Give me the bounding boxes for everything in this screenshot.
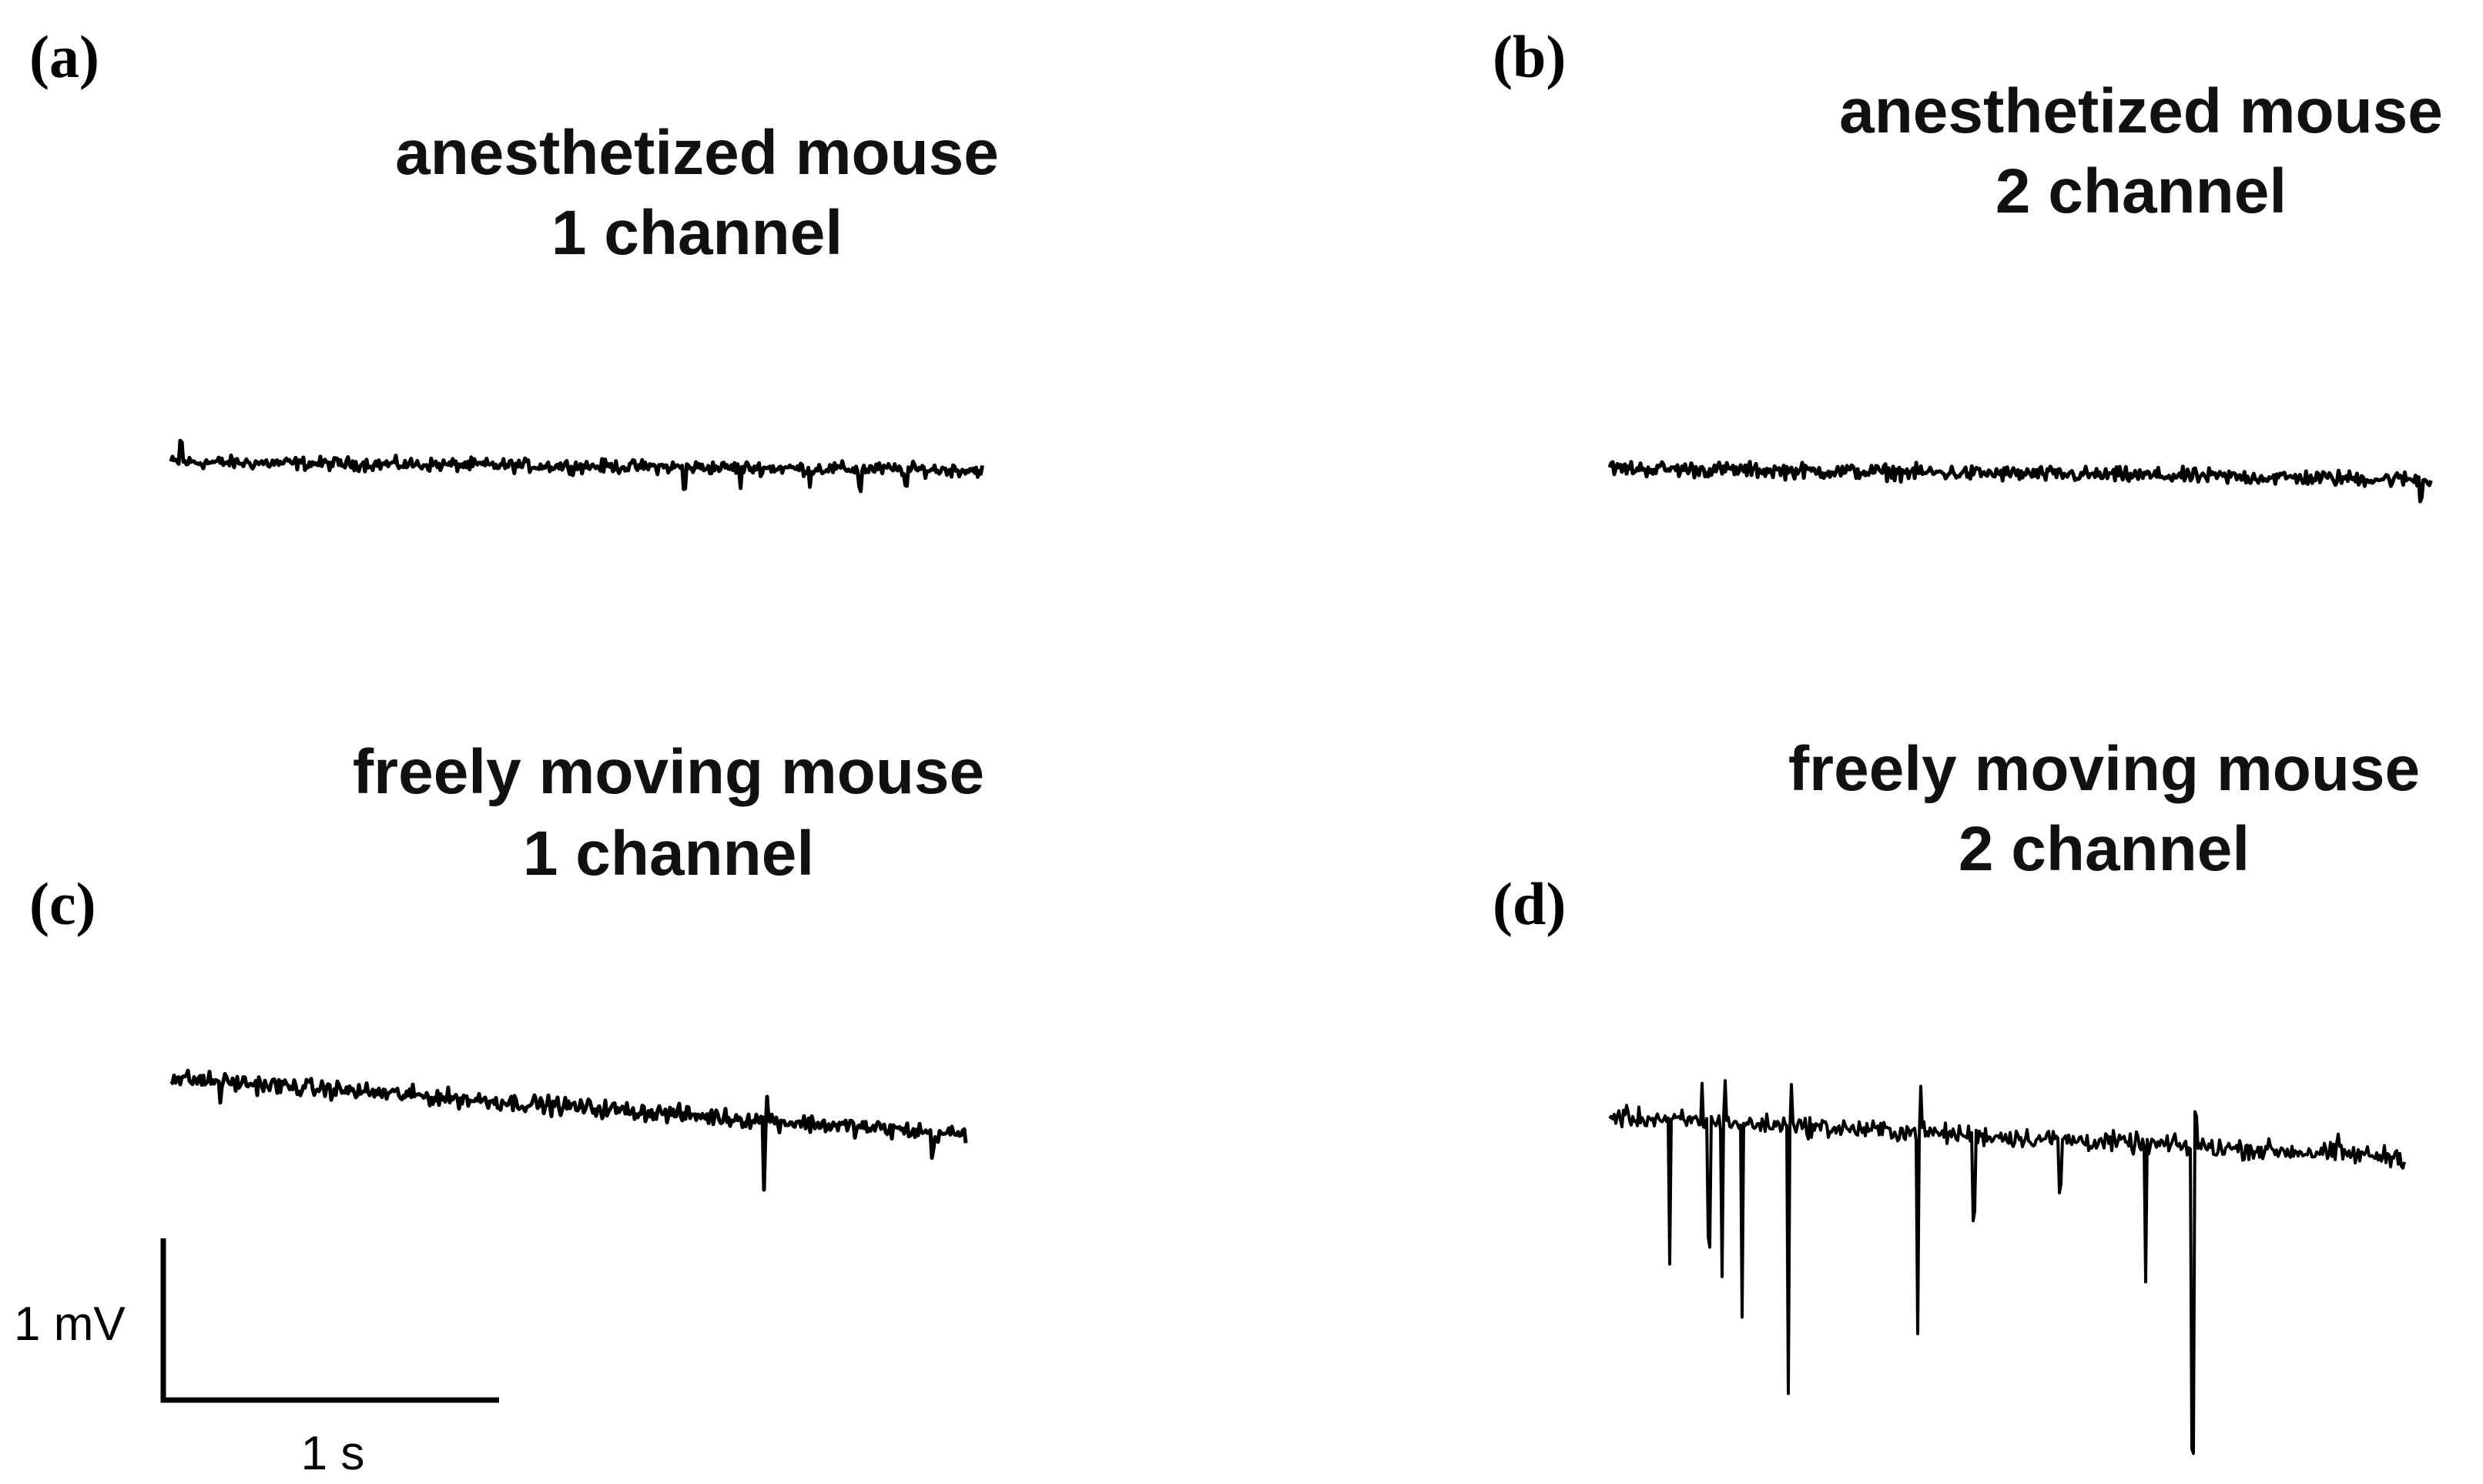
scale-bar-x-label: 1 s <box>301 1427 365 1480</box>
panel-a-label: (a) <box>29 23 99 90</box>
panel-d: (d) freely moving mouse 2 channel <box>1493 734 2420 1456</box>
panel-d-trace <box>1608 1079 2406 1456</box>
panel-d-label: (d) <box>1493 870 1566 937</box>
panel-b-trace <box>1607 460 2433 504</box>
scale-bar-lines <box>160 1238 499 1403</box>
scale-bar-y-label: 1 mV <box>14 1298 126 1351</box>
scale-bar: 1 mV 1 s <box>14 1238 499 1480</box>
panel-b-title-line1: anesthetized mouse <box>1839 76 2443 146</box>
panel-a: (a) anesthetized mouse 1 channel <box>29 23 999 494</box>
panel-d-title-line2: 2 channel <box>1959 814 2250 884</box>
panel-a-title-line2: 1 channel <box>551 198 843 268</box>
panel-a-trace <box>169 438 984 494</box>
panel-a-title-line1: anesthetized mouse <box>395 118 999 188</box>
panel-b: (b) anesthetized mouse 2 channel <box>1493 23 2443 504</box>
panel-b-title-line2: 2 channel <box>1995 156 2287 226</box>
panel-c-title-line1: freely moving mouse <box>353 737 984 807</box>
panel-c-title-line2: 1 channel <box>523 819 814 889</box>
panel-c-label: (c) <box>29 870 96 937</box>
panel-b-label: (b) <box>1493 23 1566 90</box>
panel-d-title-line1: freely moving mouse <box>1788 734 2420 804</box>
panel-c: (c) freely moving mouse 1 channel <box>29 737 984 1192</box>
panel-c-trace <box>169 1068 968 1192</box>
